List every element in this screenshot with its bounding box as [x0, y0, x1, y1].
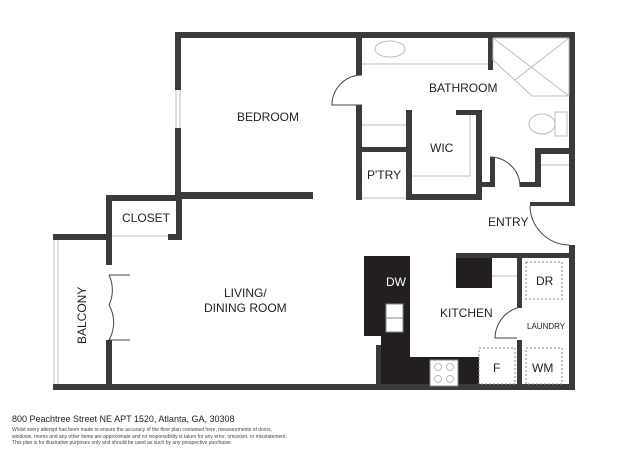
kitchen-sink-icon — [385, 303, 404, 333]
fridge-box — [478, 347, 516, 385]
room-label-living: LIVING/ — [224, 286, 267, 300]
room-label-laundry: LAUNDRY — [527, 322, 566, 331]
disclaimer-line-3: This plan is for illustrative purposes o… — [12, 440, 233, 446]
walls — [53, 32, 575, 390]
appliance-label-wm: WM — [532, 361, 553, 375]
disclaimer-line-1: Whilst every attempt has been made to en… — [12, 427, 273, 433]
footer: 800 Peachtree Street NE APT 1520, Atlant… — [12, 414, 632, 447]
wic-shelf — [412, 115, 471, 177]
washer-box — [525, 347, 563, 385]
appliance-label-dr: DR — [536, 274, 554, 288]
doors — [108, 74, 570, 341]
room-label-bedroom: BEDROOM — [237, 110, 299, 124]
room-label-closet: CLOSET — [122, 211, 171, 225]
appliance-label-dw: DW — [386, 275, 407, 289]
dryer-box — [525, 261, 563, 300]
appliance-label-f: F — [493, 361, 500, 375]
room-label-pantry: P'TRY — [367, 168, 401, 182]
shower-icon — [492, 37, 570, 97]
room-label-dining: DINING ROOM — [204, 301, 287, 315]
toilet-icon — [528, 111, 568, 137]
bedroom-window — [175, 90, 181, 128]
room-label-wic: WIC — [430, 141, 454, 155]
stove-icon — [429, 359, 459, 387]
sink-icon — [374, 40, 406, 58]
room-label-balcony: BALCONY — [75, 287, 89, 344]
balcony-rail — [53, 240, 59, 384]
room-label-kitchen: KITCHEN — [440, 306, 493, 320]
address: 800 Peachtree Street NE APT 1520, Atlant… — [12, 414, 235, 424]
room-label-entry: ENTRY — [488, 215, 528, 229]
room-label-bathroom: BATHROOM — [429, 81, 497, 95]
disclaimer-line-2: windows, rooms and any other items are a… — [12, 433, 287, 440]
